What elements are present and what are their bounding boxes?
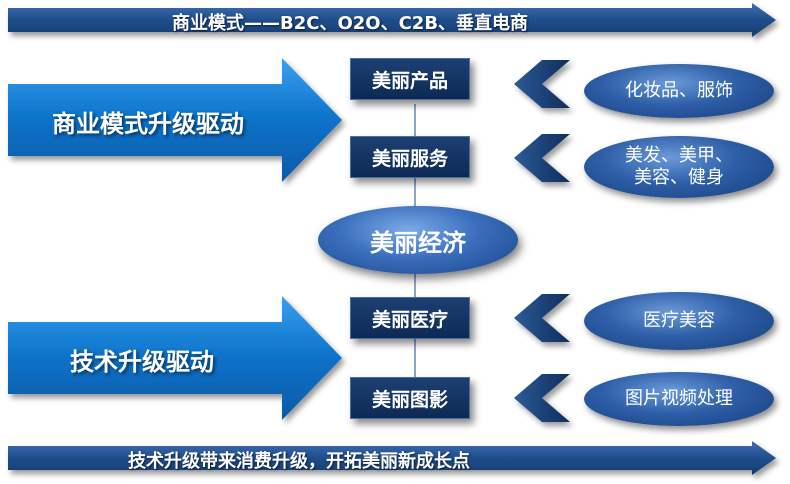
category-box-imaging: 美丽图影 [350,377,470,419]
detail-oval-products: 化妆品、服饰 [584,64,774,118]
tech-driver-label: 技术升级驱动 [70,348,214,376]
detail-text: 医疗美容 [643,309,715,331]
detail-text: 图片视频处理 [625,387,733,409]
category-label: 美丽医疗 [371,308,448,331]
category-label: 美丽服务 [371,147,448,170]
top-banner-text: 商业模式——B2C、O2O、C2B、垂直电商 [172,13,529,34]
bottom-banner-text: 技术升级带来消费升级，开拓美丽新成长点 [128,451,470,472]
detail-oval-imaging: 图片视频处理 [584,372,774,426]
tech-driver-arrow [8,296,342,420]
bottom-banner-arrow [8,441,776,475]
category-box-medical: 美丽医疗 [350,297,470,339]
detail-oval-medical: 医疗美容 [584,292,774,350]
chevron-left-icon [514,374,570,422]
center-oval: 美丽经济 [318,206,518,274]
business-driver-arrow [8,58,342,182]
detail-oval-services: 美发、美甲、 美容、健身 [584,136,774,198]
chevron-left-icon [514,294,570,342]
category-box-products: 美丽产品 [350,58,470,100]
category-box-services: 美丽服务 [350,136,470,178]
chevron-left-icon [514,60,570,108]
business-driver-label: 商业模式升级驱动 [52,110,244,138]
detail-text: 化妆品、服饰 [625,79,733,101]
category-label: 美丽图影 [371,388,448,411]
detail-text: 美容、健身 [634,167,724,188]
center-label: 美丽经济 [370,228,466,257]
category-label: 美丽产品 [371,69,448,92]
detail-text: 美发、美甲、 [625,144,733,166]
chevron-left-icon [514,134,570,182]
